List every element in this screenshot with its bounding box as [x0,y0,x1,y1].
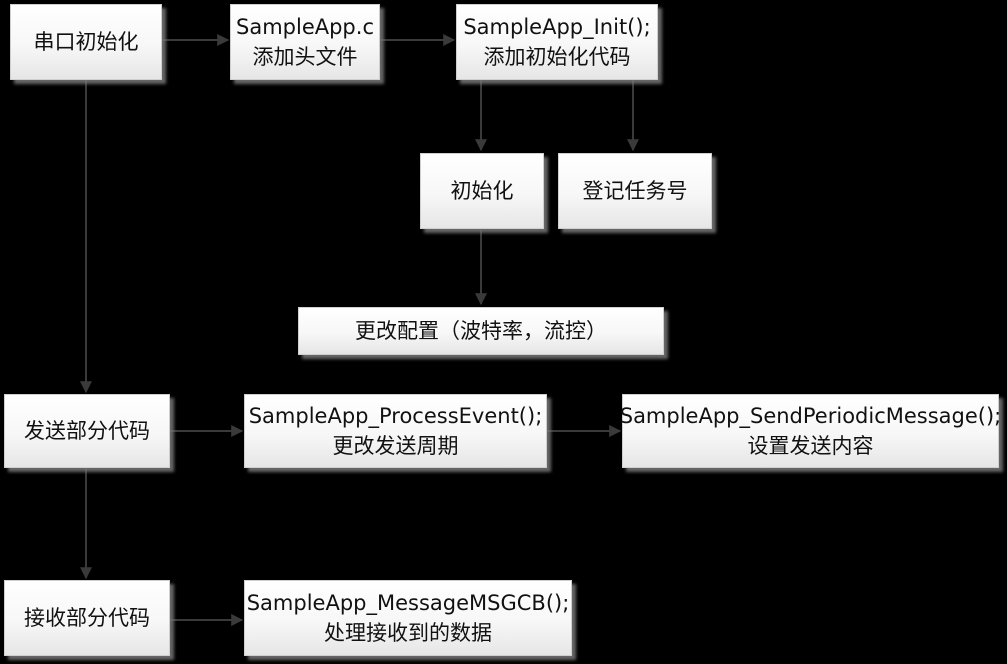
node-receive-code: 接收部分代码 [4,580,170,656]
node-sampleapp-c-line-1: SampleApp.c [236,15,374,39]
node-process-event: SampleApp_ProcessEvent(); 更改发送周期 [244,394,547,468]
node-message-msgcb: SampleApp_MessageMSGCB(); 处理接收到的数据 [244,580,572,656]
node-process-event-line-1: SampleApp_ProcessEvent(); [248,404,543,428]
node-send-periodic-line-1: SampleApp_SendPeriodicMessage(); [619,404,1002,428]
node-init-line-1: 初始化 [450,179,514,203]
node-process-event-line-2: 更改发送周期 [332,434,459,458]
node-send-periodic-line-2: 设置发送内容 [747,434,874,458]
node-register-task-line-1: 登记任务号 [582,179,688,203]
node-sampleapp-init: SampleApp_Init(); 添加初始化代码 [456,4,658,80]
node-message-msgcb-line-1: SampleApp_MessageMSGCB(); [246,591,570,615]
node-sampleapp-init-line-1: SampleApp_Init(); [463,15,651,39]
node-sampleapp-c-line-2: 添加头文件 [252,45,358,69]
node-register-task: 登记任务号 [558,153,712,229]
node-serial-init: 串口初始化 [10,4,162,80]
node-init: 初始化 [420,153,544,229]
node-message-msgcb-line-2: 处理接收到的数据 [324,621,492,645]
node-change-config: 更改配置（波特率，流控） [298,307,664,355]
node-serial-init-line-1: 串口初始化 [33,30,139,54]
node-change-config-line-1: 更改配置（波特率，流控） [355,319,607,343]
node-send-code-line-1: 发送部分代码 [24,419,150,443]
node-send-code: 发送部分代码 [4,394,170,468]
node-sampleapp-init-line-2: 添加初始化代码 [483,45,631,69]
node-receive-code-line-1: 接收部分代码 [24,606,150,630]
node-sampleapp-c: SampleApp.c 添加头文件 [230,4,380,80]
node-send-periodic: SampleApp_SendPeriodicMessage(); 设置发送内容 [619,394,1002,468]
